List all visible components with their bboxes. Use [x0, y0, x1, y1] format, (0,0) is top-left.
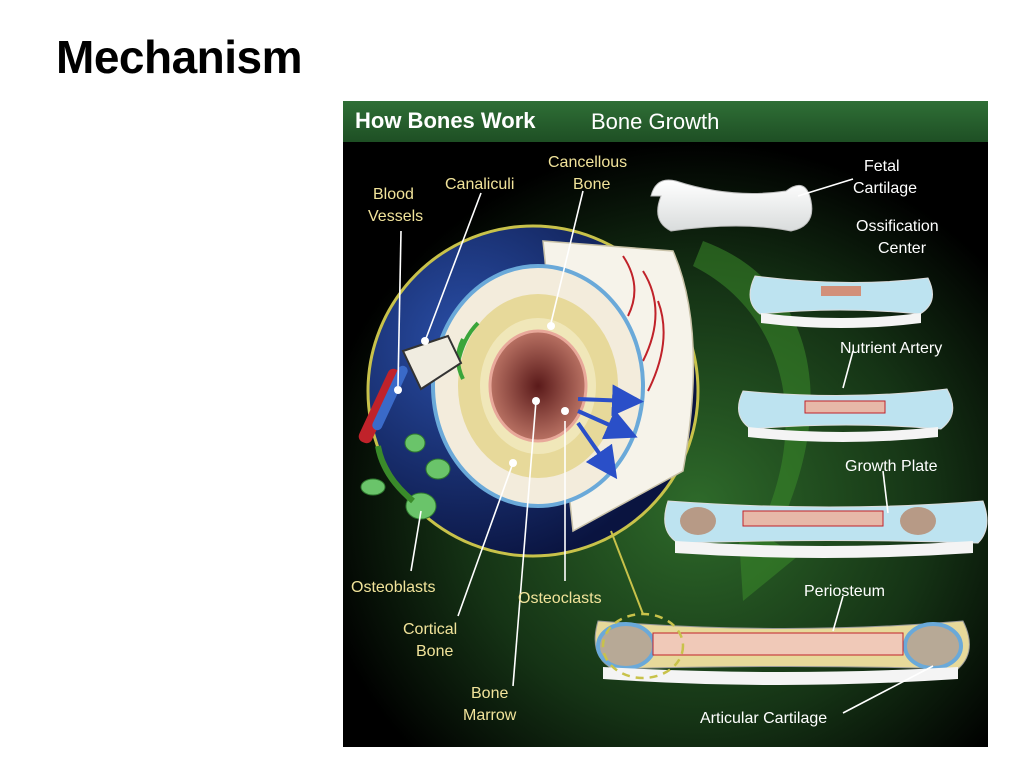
nutrient-artery-bone: [738, 388, 954, 442]
growth-plate-bone: [664, 500, 988, 558]
osteoclast-arrow: [577, 409, 638, 440]
surface-vessels: [622, 255, 665, 392]
label-blood-vessels-2: Vessels: [368, 208, 423, 225]
bone-marrow: [488, 329, 588, 443]
panel-title: How Bones Work: [355, 108, 536, 133]
zoom-leader: [610, 530, 644, 615]
slide-title: Mechanism: [56, 31, 303, 83]
label-nutrient-artery: Nutrient Artery: [840, 340, 942, 357]
osteoclast-arrow: [577, 384, 644, 417]
label-growth-plate: Growth Plate: [845, 458, 938, 475]
bone-cross-section: [366, 224, 700, 558]
ossification-center-bone: [749, 275, 933, 328]
fetal-cartilage-bone: [650, 179, 813, 232]
leader-lines: [397, 178, 934, 714]
label-markers: [394, 322, 569, 467]
mature-long-bone: [594, 612, 970, 685]
label-ossification-center-1: Ossification: [856, 218, 939, 235]
label-bone-marrow-2: Marrow: [463, 707, 517, 724]
osteoclast-arrow: [576, 421, 618, 480]
label-cortical-bone-2: Bone: [416, 643, 453, 660]
label-articular-cartilage: Articular Cartilage: [700, 710, 827, 727]
label-osteoblasts: Osteoblasts: [351, 579, 435, 596]
label-fetal-cartilage-2: Cartilage: [853, 180, 917, 197]
label-osteoclasts: Osteoclasts: [518, 590, 602, 607]
label-canaliculi: Canaliculi: [445, 176, 514, 193]
label-bone-marrow-1: Bone: [471, 685, 508, 702]
osteoblast-cells: [360, 433, 451, 520]
label-cancellous-bone-2: Bone: [573, 176, 610, 193]
panel-header: How Bones Work Bone Growth: [343, 101, 988, 142]
label-periosteum: Periosteum: [804, 583, 885, 600]
canal-plug: [401, 334, 463, 391]
diagram-illustration: Blood Vessels Canaliculi Cancellous Bone…: [343, 142, 988, 747]
label-ossification-center-2: Center: [878, 240, 927, 257]
bone-growth-diagram: How Bones Work Bone Growth: [343, 101, 988, 747]
label-cancellous-bone-1: Cancellous: [548, 154, 627, 171]
label-fetal-cartilage-1: Fetal: [864, 158, 900, 175]
panel-subtitle: Bone Growth: [591, 109, 720, 134]
label-cortical-bone-1: Cortical: [403, 621, 457, 638]
label-blood-vessels-1: Blood: [373, 186, 414, 203]
